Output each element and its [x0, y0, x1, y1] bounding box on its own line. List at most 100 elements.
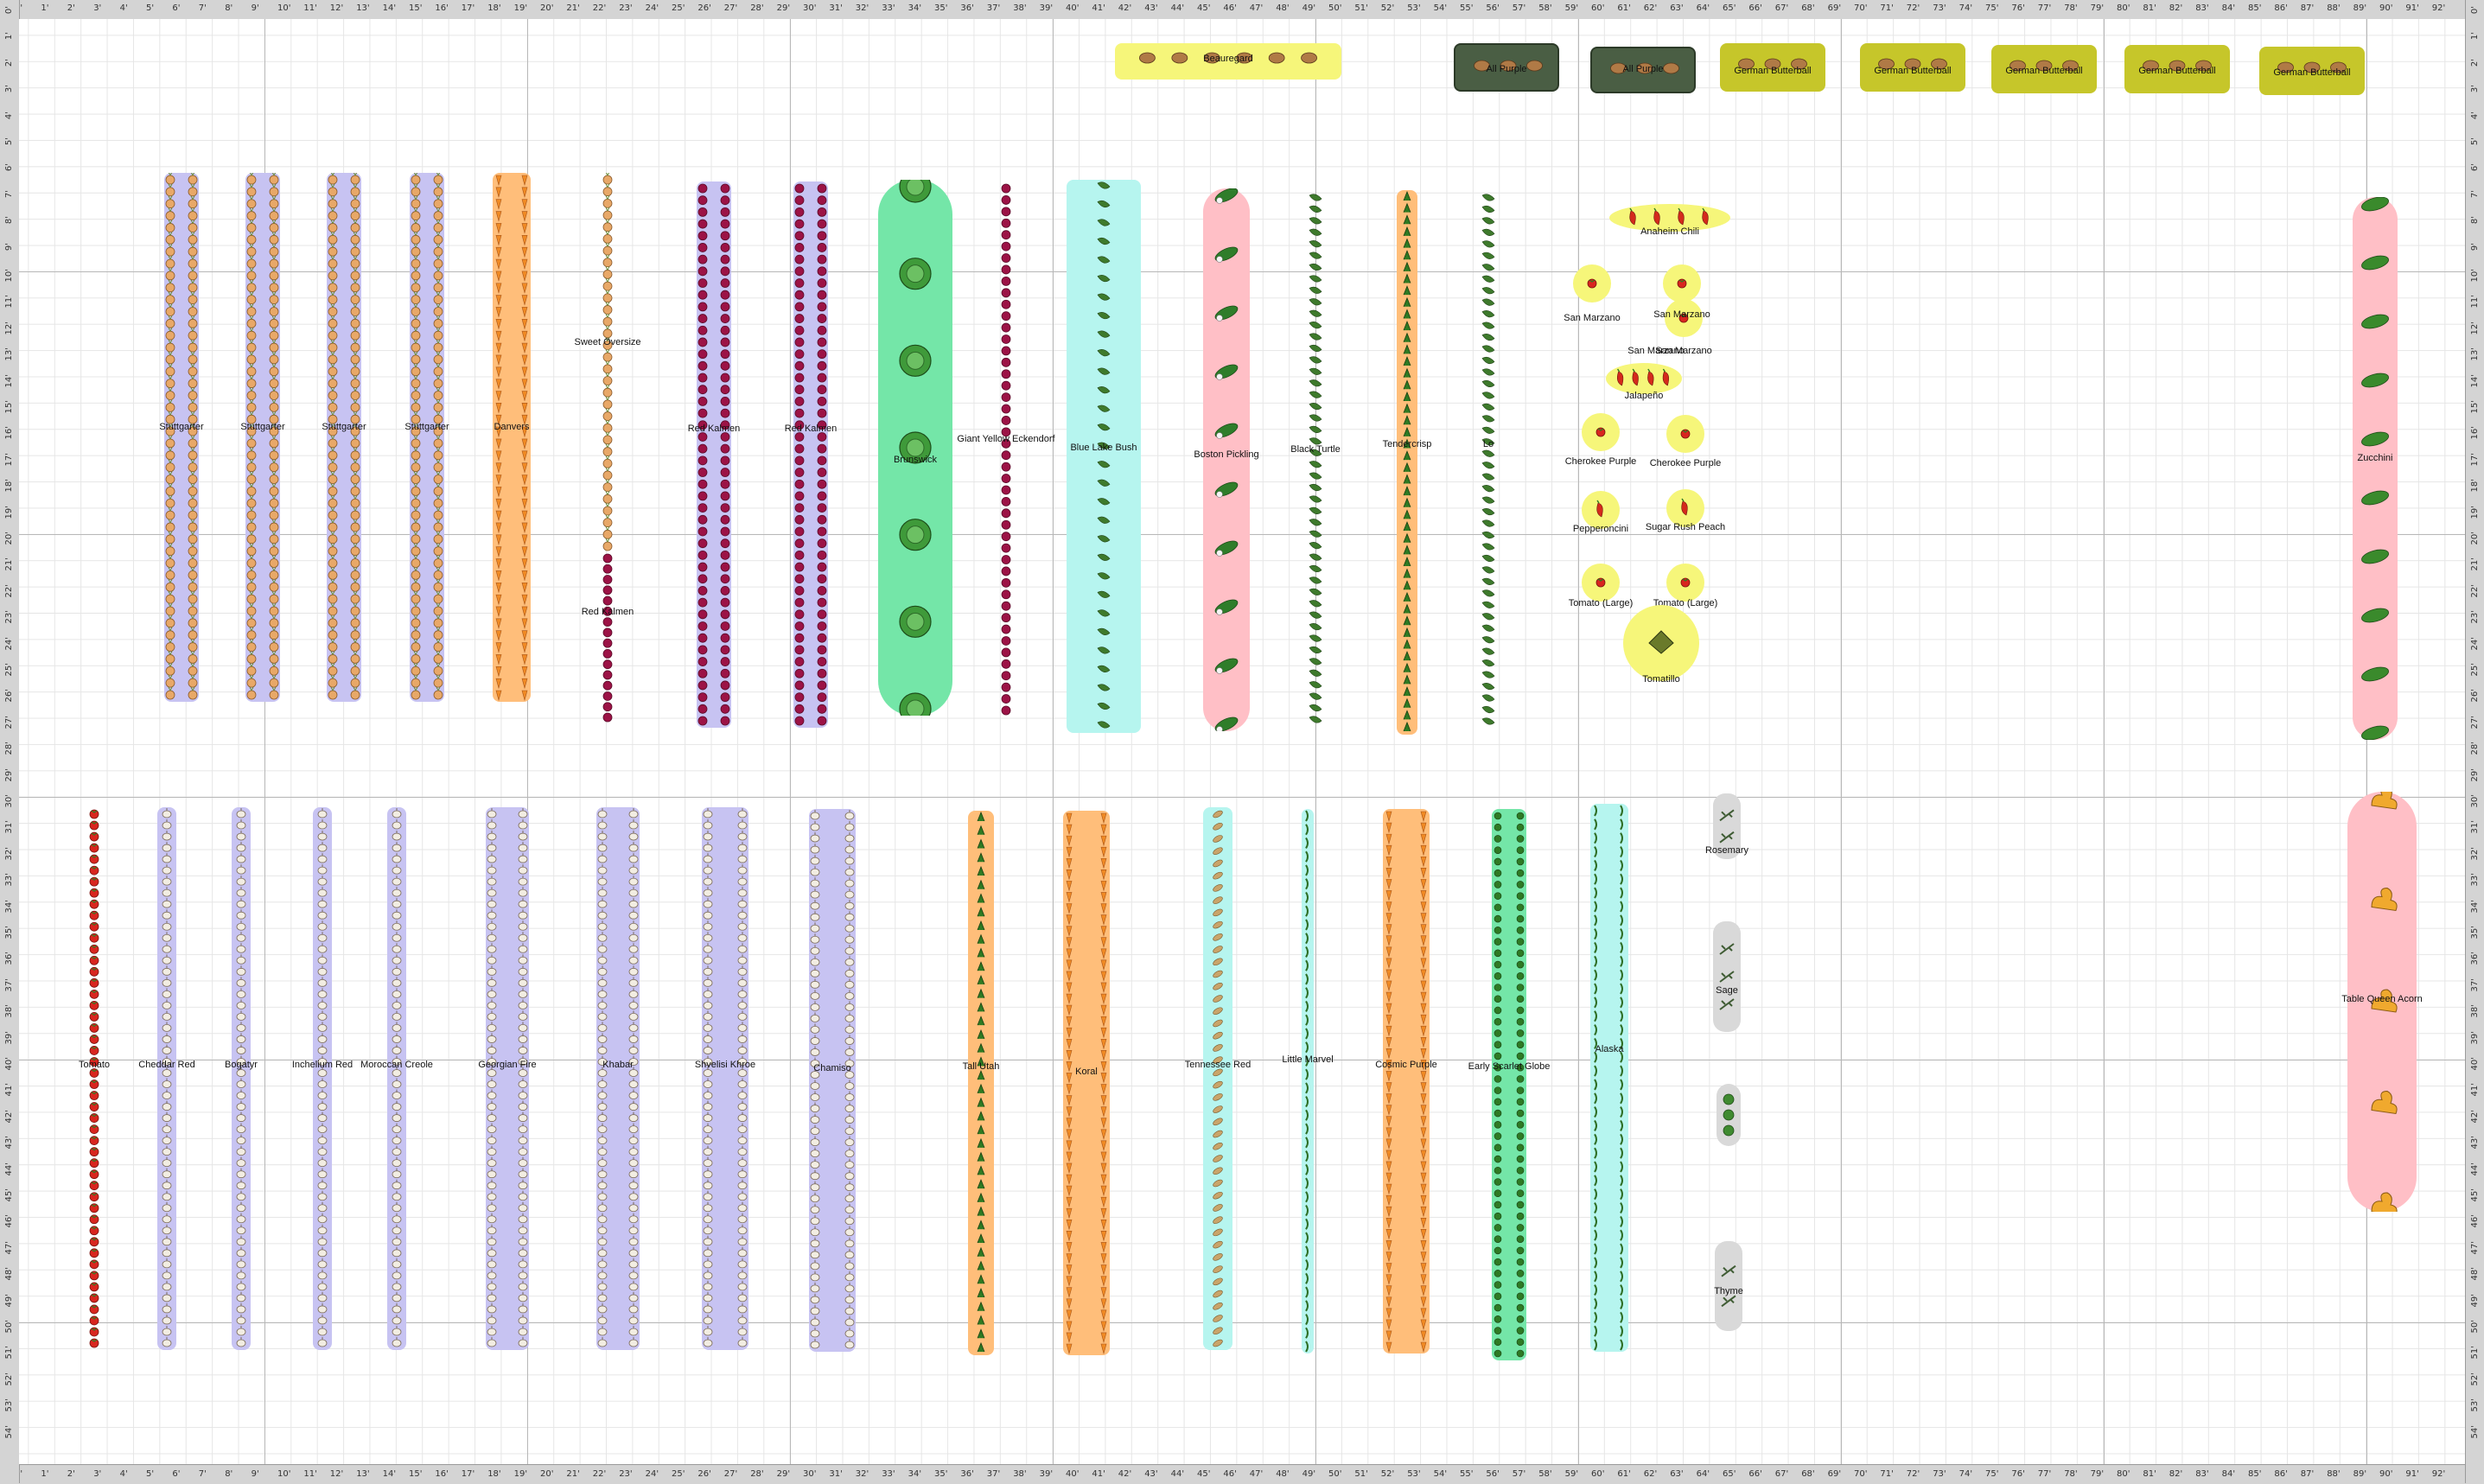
bed-onion[interactable] [245, 173, 280, 702]
ruler-column-tick: 69' [1827, 1469, 1842, 1479]
ruler-column-tick: 40' [1066, 1469, 1080, 1479]
bed-celery[interactable] [968, 811, 994, 1355]
bed-zucchini[interactable] [2353, 197, 2398, 740]
bed-onion[interactable] [327, 173, 361, 702]
bed-label: Zucchini [2357, 453, 2393, 463]
bed-carrot[interactable] [493, 173, 531, 702]
plant-tomato[interactable] [1573, 264, 1611, 303]
ruler-column-tick: 32' [855, 3, 869, 13]
plant-sage[interactable] [1713, 921, 1741, 1032]
bed-tomato[interactable] [85, 807, 104, 1350]
bed-garlic[interactable] [313, 807, 332, 1350]
bed-label: Moroccan Creole [360, 1060, 433, 1070]
garlic-icon [162, 808, 172, 1347]
ruler-column-tick: 40' [1066, 3, 1080, 13]
plant-label: San Marzano [1653, 309, 1710, 320]
bed-onion[interactable] [164, 173, 199, 702]
bed-bean[interactable] [1305, 192, 1326, 728]
bed-garlic[interactable] [702, 807, 748, 1350]
bed-carrot[interactable] [1383, 809, 1430, 1353]
plant-tomato[interactable] [1582, 413, 1620, 451]
ruler-column-tick: 48' [1276, 1469, 1290, 1479]
bed-peanut[interactable] [1203, 807, 1232, 1350]
bed-carrot[interactable] [1063, 811, 1110, 1355]
ruler-row-tick: 19' [4, 505, 14, 519]
bed-pea[interactable] [1590, 804, 1628, 1352]
ruler-column-tick: 34' [908, 3, 922, 13]
garlic-icon [703, 808, 748, 1347]
ruler-column-tick: 79' [2090, 3, 2105, 13]
bed-beet[interactable] [793, 182, 828, 728]
bed-garlic[interactable] [232, 807, 251, 1350]
ruler-column-tick: 10' [277, 1469, 291, 1479]
garlic-icon [317, 808, 328, 1347]
ruler-column-tick: 78' [2064, 3, 2078, 13]
ruler-row-tick: 44' [4, 1162, 14, 1176]
ruler-column-tick: 66' [1748, 3, 1762, 13]
bed-potato[interactable] [1454, 43, 1559, 92]
bed-label: Inchelium Red [291, 1060, 353, 1070]
bed-beet[interactable] [697, 182, 731, 728]
bed-potato[interactable] [2124, 45, 2230, 93]
bed-pea[interactable] [1302, 809, 1314, 1353]
bed-potato[interactable] [1991, 45, 2097, 93]
bed-garlic[interactable] [486, 807, 529, 1350]
ruler-row-tick: 2' [2470, 58, 2480, 67]
ruler-column-tick: 37' [986, 3, 1001, 13]
onion-icon [165, 173, 198, 700]
ruler-row-tick: 15' [2470, 400, 2480, 414]
ruler-row-tick: 16' [4, 426, 14, 440]
ruler-row-tick: 49' [2470, 1293, 2480, 1308]
plant-label: Sage [1716, 985, 1738, 996]
bed-label: Black Turtle [1290, 444, 1341, 455]
bed-beet[interactable] [997, 182, 1015, 717]
bed-bean[interactable] [1067, 180, 1141, 733]
plant-pepper[interactable] [1609, 204, 1730, 232]
bed-potato[interactable] [1720, 43, 1825, 92]
plant-pepper[interactable] [1666, 489, 1704, 527]
ruler-column-tick: 75' [1985, 1469, 1999, 1479]
plant-rosemary[interactable] [1713, 793, 1741, 859]
bed-garlic[interactable] [387, 807, 406, 1350]
bed-radish[interactable] [1492, 809, 1526, 1360]
bed-cucumber[interactable] [1203, 188, 1250, 731]
bed-bean[interactable] [1478, 192, 1499, 729]
bed-cabbage[interactable] [878, 180, 952, 716]
ruler-row-tick: 17' [2470, 452, 2480, 467]
plant-pepper[interactable] [1606, 363, 1682, 394]
plant-tomato[interactable] [1582, 564, 1620, 602]
plant-basil[interactable] [1717, 1084, 1741, 1146]
bed-potato[interactable] [2259, 47, 2365, 95]
bed-garlic[interactable] [596, 807, 640, 1350]
bed-celery[interactable] [1397, 190, 1417, 735]
plant-pepper[interactable] [1582, 491, 1620, 529]
ruler-row-tick: 35' [2470, 926, 2480, 939]
bed-onion[interactable] [595, 173, 621, 553]
bed-label: Beauregard [1203, 54, 1253, 64]
ruler-row-tick: 9' [4, 242, 14, 251]
bed-potato[interactable] [1115, 43, 1341, 80]
plant-tomatillo[interactable] [1623, 605, 1699, 681]
plant-tomato[interactable] [1665, 299, 1703, 337]
ruler-column-tick: 52' [1380, 3, 1395, 13]
plant-thyme[interactable] [1715, 1241, 1742, 1331]
bed-potato[interactable] [1590, 47, 1696, 93]
bed-label: Khabar [602, 1060, 634, 1070]
bed-beet[interactable] [595, 551, 621, 724]
garlic-icon [236, 808, 246, 1347]
plant-tomato[interactable] [1666, 564, 1704, 602]
bed-garlic[interactable] [157, 807, 176, 1350]
ruler-column-tick: 65' [1723, 3, 1736, 13]
bed-potato[interactable] [1860, 43, 1965, 92]
plant-tomato[interactable] [1663, 264, 1701, 303]
ruler-column-tick: 50' [1328, 1469, 1342, 1479]
bed-label: All Purple [1622, 64, 1664, 74]
ruler-column-tick: 46' [1223, 1469, 1237, 1479]
bed-squash[interactable] [2347, 792, 2417, 1212]
beet-icon [794, 183, 827, 726]
bed-onion[interactable] [410, 173, 444, 702]
ruler-row-tick: 33' [2470, 873, 2480, 887]
bed-garlic[interactable] [809, 809, 856, 1352]
plant-tomato[interactable] [1666, 415, 1704, 453]
